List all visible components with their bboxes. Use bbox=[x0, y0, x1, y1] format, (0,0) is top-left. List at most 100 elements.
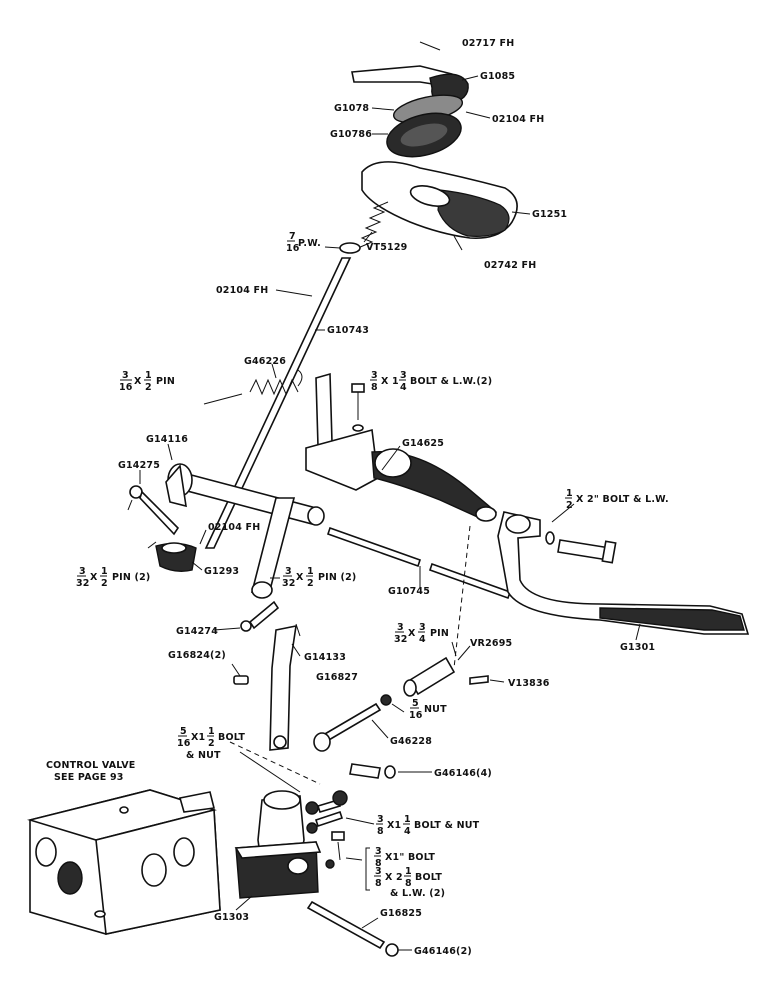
svg-text:32: 32 bbox=[76, 578, 90, 589]
label-3-32-3-4-pin: 3 32 X 3 4 PIN bbox=[394, 622, 449, 645]
label-g46228: G46228 bbox=[390, 736, 432, 747]
part-bolts bbox=[305, 790, 348, 869]
part-g14274-link bbox=[240, 600, 280, 632]
svg-text:X: X bbox=[408, 628, 416, 639]
label-control-valve: CONTROL VALVE bbox=[46, 760, 135, 771]
svg-text:8: 8 bbox=[375, 878, 382, 889]
label-3-32-pin-b: 3 32 X 1 2 PIN (2) bbox=[282, 566, 356, 589]
assembly-guide-line bbox=[453, 525, 471, 669]
svg-text:X 2" BOLT & L.W.: X 2" BOLT & L.W. bbox=[576, 494, 669, 505]
svg-text:2: 2 bbox=[208, 738, 215, 749]
svg-text:16: 16 bbox=[177, 738, 191, 749]
svg-text:3: 3 bbox=[79, 566, 86, 577]
control-valve-body bbox=[26, 789, 221, 935]
svg-text:PIN (2): PIN (2) bbox=[318, 572, 356, 583]
label-g1293: G1293 bbox=[204, 566, 239, 577]
svg-text:3: 3 bbox=[285, 566, 292, 577]
label-5-16-nut: 5 16 NUT bbox=[409, 698, 447, 721]
part-g1293-block bbox=[147, 541, 197, 573]
part-vt5129-spring bbox=[357, 201, 389, 249]
svg-text:1: 1 bbox=[208, 726, 215, 737]
svg-text:& NUT: & NUT bbox=[186, 750, 221, 761]
label-g1085: G1085 bbox=[480, 71, 515, 82]
svg-text:8: 8 bbox=[371, 382, 378, 393]
svg-text:16: 16 bbox=[409, 710, 423, 721]
svg-text:8: 8 bbox=[377, 826, 384, 837]
svg-text:8: 8 bbox=[405, 878, 412, 889]
svg-text:1: 1 bbox=[307, 566, 314, 577]
svg-text:X1: X1 bbox=[191, 732, 205, 743]
svg-text:2: 2 bbox=[566, 500, 573, 511]
svg-text:4: 4 bbox=[400, 382, 407, 393]
svg-text:NUT: NUT bbox=[424, 704, 447, 715]
label-g14274: G14274 bbox=[176, 626, 218, 637]
svg-text:2: 2 bbox=[307, 578, 314, 589]
svg-text:16: 16 bbox=[119, 382, 133, 393]
label-3-32-pin-a: 3 32 X 1 2 PIN (2) bbox=[76, 566, 150, 589]
svg-text:2: 2 bbox=[145, 382, 152, 393]
svg-text:3: 3 bbox=[400, 370, 407, 381]
svg-text:1: 1 bbox=[145, 370, 152, 381]
svg-text:X1: X1 bbox=[387, 820, 401, 831]
svg-text:4: 4 bbox=[419, 634, 426, 645]
svg-text:BOLT: BOLT bbox=[218, 732, 245, 743]
label-vr2695: VR2695 bbox=[470, 638, 512, 649]
label-g14275: G14275 bbox=[118, 460, 160, 471]
label-7-16-pw: 7 16 P.W. bbox=[286, 231, 321, 254]
part-plain-washer bbox=[339, 242, 361, 254]
label-g14625: G14625 bbox=[402, 438, 444, 449]
svg-text:5: 5 bbox=[412, 698, 419, 709]
label-1-2-bolt: 1 2 X 2" BOLT & L.W. bbox=[565, 488, 669, 511]
assembly-guide-line bbox=[229, 741, 321, 785]
svg-text:1: 1 bbox=[566, 488, 573, 499]
svg-text:3: 3 bbox=[122, 370, 129, 381]
label-vt5129: VT5129 bbox=[366, 242, 407, 253]
svg-text:& L.W. (2): & L.W. (2) bbox=[390, 888, 445, 899]
label-see-page-93: SEE PAGE 93 bbox=[54, 772, 124, 783]
part-g46228-rod bbox=[313, 694, 392, 752]
svg-text:1: 1 bbox=[405, 866, 412, 877]
svg-text:3: 3 bbox=[375, 866, 382, 877]
label-g1078: G1078 bbox=[334, 103, 369, 114]
svg-text:16: 16 bbox=[286, 243, 300, 254]
svg-text:X: X bbox=[134, 376, 142, 387]
svg-text:BOLT & L.W.(2): BOLT & L.W.(2) bbox=[410, 376, 492, 387]
svg-text:BOLT & NUT: BOLT & NUT bbox=[414, 820, 480, 831]
svg-text:8: 8 bbox=[375, 858, 382, 869]
part-g46226-spring bbox=[203, 369, 303, 405]
part-g14625-bracket bbox=[305, 372, 498, 522]
part-g14275-clip bbox=[127, 485, 180, 536]
label-02104fh-top: 02104 FH bbox=[492, 114, 544, 125]
svg-text:1: 1 bbox=[392, 376, 399, 387]
label-g10743: G10743 bbox=[327, 325, 369, 336]
svg-text:X1" BOLT: X1" BOLT bbox=[385, 852, 435, 863]
label-3-8-bolt-nut: 3 8 X1 1 4 BOLT & NUT bbox=[376, 814, 480, 837]
part-g1303-bracket bbox=[234, 790, 322, 899]
svg-text:7: 7 bbox=[289, 231, 296, 242]
svg-text:4: 4 bbox=[404, 826, 411, 837]
callout-labels: 02717 FH G1085 G1078 02104 FH G10786 G12… bbox=[46, 38, 669, 957]
label-g46146-2: G46146(2) bbox=[414, 946, 472, 957]
label-02104fh-low: 02104 FH bbox=[208, 522, 260, 533]
part-g14116-shaft bbox=[165, 463, 325, 599]
part-g10786-friction-disc bbox=[386, 112, 462, 158]
label-g1303: G1303 bbox=[214, 912, 249, 923]
label-g10745: G10745 bbox=[388, 586, 430, 597]
part-g14133-arm bbox=[233, 623, 301, 751]
svg-text:X: X bbox=[381, 376, 389, 387]
label-g16827: G16827 bbox=[316, 672, 358, 683]
svg-text:X 2: X 2 bbox=[385, 872, 403, 883]
label-5-16-bolt-nut: 5 16 X1 1 2 BOLT & NUT bbox=[177, 726, 245, 761]
callout-leaders bbox=[139, 75, 641, 951]
part-g10745-rod bbox=[326, 526, 512, 600]
label-02742fh: 02742 FH bbox=[484, 260, 536, 271]
svg-text:3: 3 bbox=[375, 846, 382, 857]
svg-text:PIN: PIN bbox=[430, 628, 449, 639]
part-g46146-pin bbox=[349, 763, 396, 779]
label-g1301: G1301 bbox=[620, 642, 655, 653]
svg-text:1: 1 bbox=[101, 566, 108, 577]
svg-text:X: X bbox=[90, 572, 98, 583]
part-vr2695-clevis bbox=[403, 641, 489, 697]
